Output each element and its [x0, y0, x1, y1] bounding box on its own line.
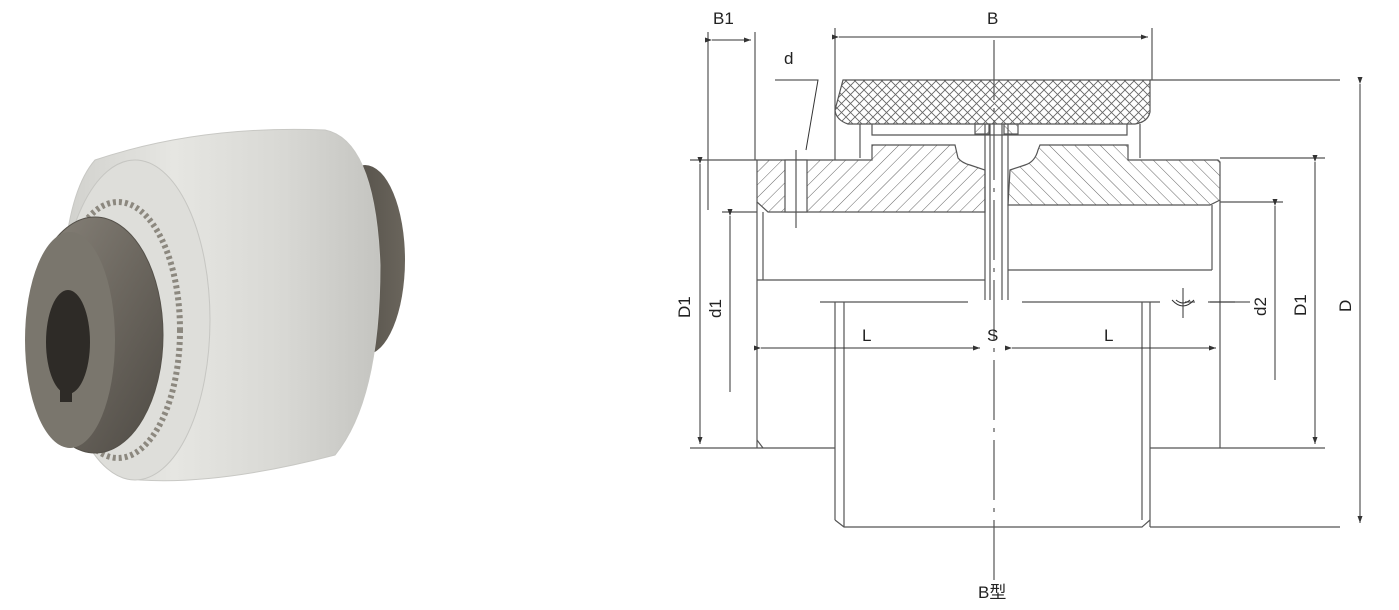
sleeve-section	[834, 79, 1151, 125]
label-D1-right: D1	[1291, 294, 1310, 316]
label-d: d	[784, 49, 793, 68]
roughness-symbol-icon	[1171, 288, 1195, 318]
label-B: B	[987, 9, 998, 28]
label-L-left: L	[862, 326, 871, 345]
label-S: S	[987, 326, 998, 345]
label-d1: d1	[706, 299, 725, 318]
caption-variant: B型	[978, 583, 1006, 602]
product-photo	[0, 0, 460, 605]
label-L-right: L	[1104, 326, 1113, 345]
keyway	[60, 388, 72, 402]
label-d2: d2	[1251, 297, 1270, 316]
label-D: D	[1336, 300, 1355, 312]
d-leader	[775, 79, 819, 151]
label-B1: B1	[713, 9, 734, 28]
right-hub-section	[1007, 144, 1221, 206]
cross-section-drawing: B1 B d D1 d1 L S L d2 D1 D B型	[640, 0, 1399, 605]
hub-bore	[46, 290, 90, 394]
label-D1-left: D1	[675, 296, 694, 318]
